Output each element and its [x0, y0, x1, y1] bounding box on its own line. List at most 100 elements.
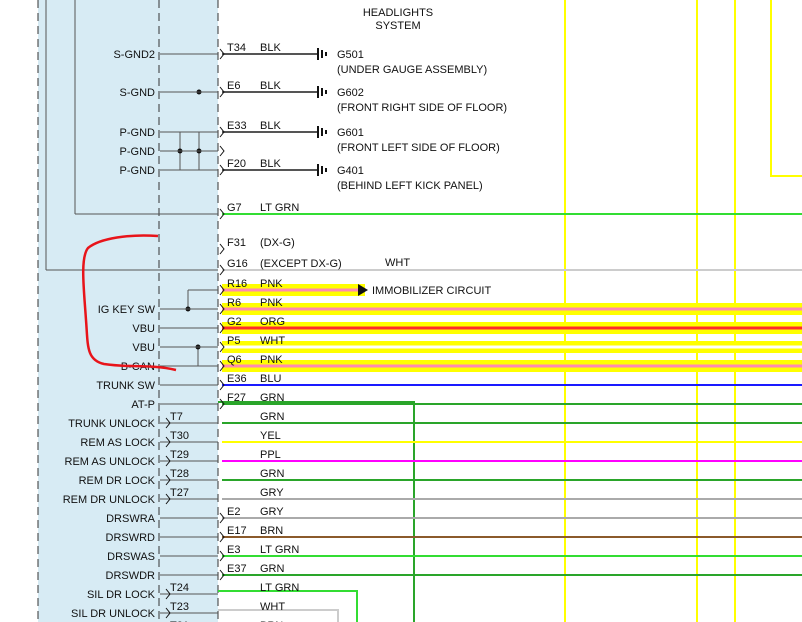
pin-label: REM AS LOCK	[80, 437, 155, 449]
immobilizer-label: IMMOBILIZER CIRCUIT	[372, 285, 491, 297]
connector-id: T7	[170, 411, 183, 423]
connector-id: G2	[227, 316, 242, 328]
connector-id: T30	[170, 430, 189, 442]
ground-id: G401	[337, 165, 364, 177]
connector-chevron	[219, 531, 225, 543]
connector-chevron	[219, 126, 225, 138]
ground-location: (FRONT RIGHT SIDE OF FLOOR)	[337, 102, 507, 114]
wire-color-label: GRY	[260, 506, 284, 518]
pin-label: S-GND	[120, 87, 156, 99]
arrow-icon	[358, 284, 368, 296]
connector-id: G16	[227, 258, 248, 270]
wire-color-label: GRN	[260, 392, 285, 404]
atp-green-wire	[218, 401, 415, 622]
ground-id: G602	[337, 87, 364, 99]
connector-id: T29	[170, 449, 189, 461]
pin-label: DRSWRA	[106, 513, 156, 525]
wire-color-label: GRN	[260, 563, 285, 575]
vertical-wire-yellow-4	[770, 0, 802, 177]
pin-label: TRUNK SW	[96, 380, 155, 392]
connector-id: T24	[170, 582, 189, 594]
ground-location: (UNDER GAUGE ASSEMBLY)	[337, 64, 487, 76]
connector-chevron	[219, 264, 225, 276]
wire-color-label: PNK	[260, 354, 283, 366]
connector-id: E33	[227, 120, 247, 132]
wire-color-label: LT GRN	[260, 202, 299, 214]
pin-label: P-GND	[120, 127, 156, 139]
pin-label: DRSWDR	[106, 570, 156, 582]
connector-id: E2	[227, 506, 240, 518]
pin-label: SIL DR UNLOCK	[71, 608, 156, 620]
pin-label: DRSWAS	[107, 551, 155, 563]
wire-color-label: (DX-G)	[260, 237, 295, 249]
ground-id: G501	[337, 49, 364, 61]
connector-chevron	[219, 243, 225, 255]
connector-chevron	[165, 588, 171, 600]
pin-label: DRSWRD	[106, 532, 156, 544]
wire-color-label: BLK	[260, 120, 281, 132]
pin-label: VBU	[132, 342, 155, 354]
red-markup-circle	[81, 234, 177, 372]
pin-label: AT-P	[131, 399, 155, 411]
connector-chevron	[219, 398, 225, 410]
connector-id: R6	[227, 297, 241, 309]
pin-label: SIL DR LOCK	[87, 589, 156, 601]
connector-chevron	[165, 607, 171, 619]
wire-color-label: PPL	[260, 449, 281, 461]
connector-id: E6	[227, 80, 240, 92]
connector-chevron	[165, 493, 171, 505]
pin-label: S-GND2	[113, 49, 155, 61]
connector-chevron	[219, 341, 225, 353]
ground-location: (BEHIND LEFT KICK PANEL)	[337, 180, 483, 192]
connector-chevron	[219, 512, 225, 524]
connector-id: F20	[227, 158, 246, 170]
wire-color-label: BLK	[260, 80, 281, 92]
connector-chevron	[219, 86, 225, 98]
connector-chevron	[219, 164, 225, 176]
wire-color-label: BLU	[260, 373, 281, 385]
wire-color-label: LT GRN	[260, 544, 299, 556]
connector-id: P5	[227, 335, 240, 347]
connector-id: T23	[170, 601, 189, 613]
connector-id: R16	[227, 278, 247, 290]
title-line-2: SYSTEM	[375, 20, 420, 32]
wire-color-label: BLK	[260, 42, 281, 54]
pin-label: REM DR LOCK	[79, 475, 156, 487]
wire-color-label: ORG	[260, 316, 285, 328]
connector-id: E36	[227, 373, 247, 385]
connector-id: T31	[170, 620, 189, 622]
connector-chevron	[219, 48, 225, 60]
wire-color-label: PNK	[260, 278, 283, 290]
pin-label: IG KEY SW	[98, 304, 156, 316]
pin-label: REM DR UNLOCK	[63, 494, 156, 506]
wire-color-label: YEL	[260, 430, 281, 442]
wire-color-label: (EXCEPT DX-G)	[260, 258, 342, 270]
ground-id: G601	[337, 127, 364, 139]
pin-label: TRUNK UNLOCK	[68, 418, 155, 430]
wire-color-label: LT GRN	[260, 582, 299, 594]
connector-id: G7	[227, 202, 242, 214]
connector-chevron	[165, 436, 171, 448]
ground-location: (FRONT LEFT SIDE OF FLOOR)	[337, 142, 500, 154]
connector-chevron	[219, 303, 225, 315]
pin-label: REM AS UNLOCK	[65, 456, 156, 468]
connector-chevron	[165, 455, 171, 467]
wire-color-label: GRY	[260, 487, 284, 499]
pin-label: P-GND	[120, 165, 156, 177]
connector-id: T34	[227, 42, 246, 54]
connector-chevron	[219, 208, 225, 220]
connector-id: Q6	[227, 354, 242, 366]
wire-color-label: GRN	[260, 468, 285, 480]
connector-id: E37	[227, 563, 247, 575]
connector-chevron	[219, 145, 225, 157]
wire-color-label: PNK	[260, 297, 283, 309]
connector-chevron	[219, 284, 225, 296]
connector-chevron	[219, 322, 225, 334]
g16-wire-color: WHT	[385, 257, 410, 269]
wire-color-label: GRN	[260, 411, 285, 423]
wire-color-label: WHT	[260, 335, 285, 347]
connector-chevron	[219, 550, 225, 562]
title-line-1: HEADLIGHTS	[363, 7, 433, 19]
